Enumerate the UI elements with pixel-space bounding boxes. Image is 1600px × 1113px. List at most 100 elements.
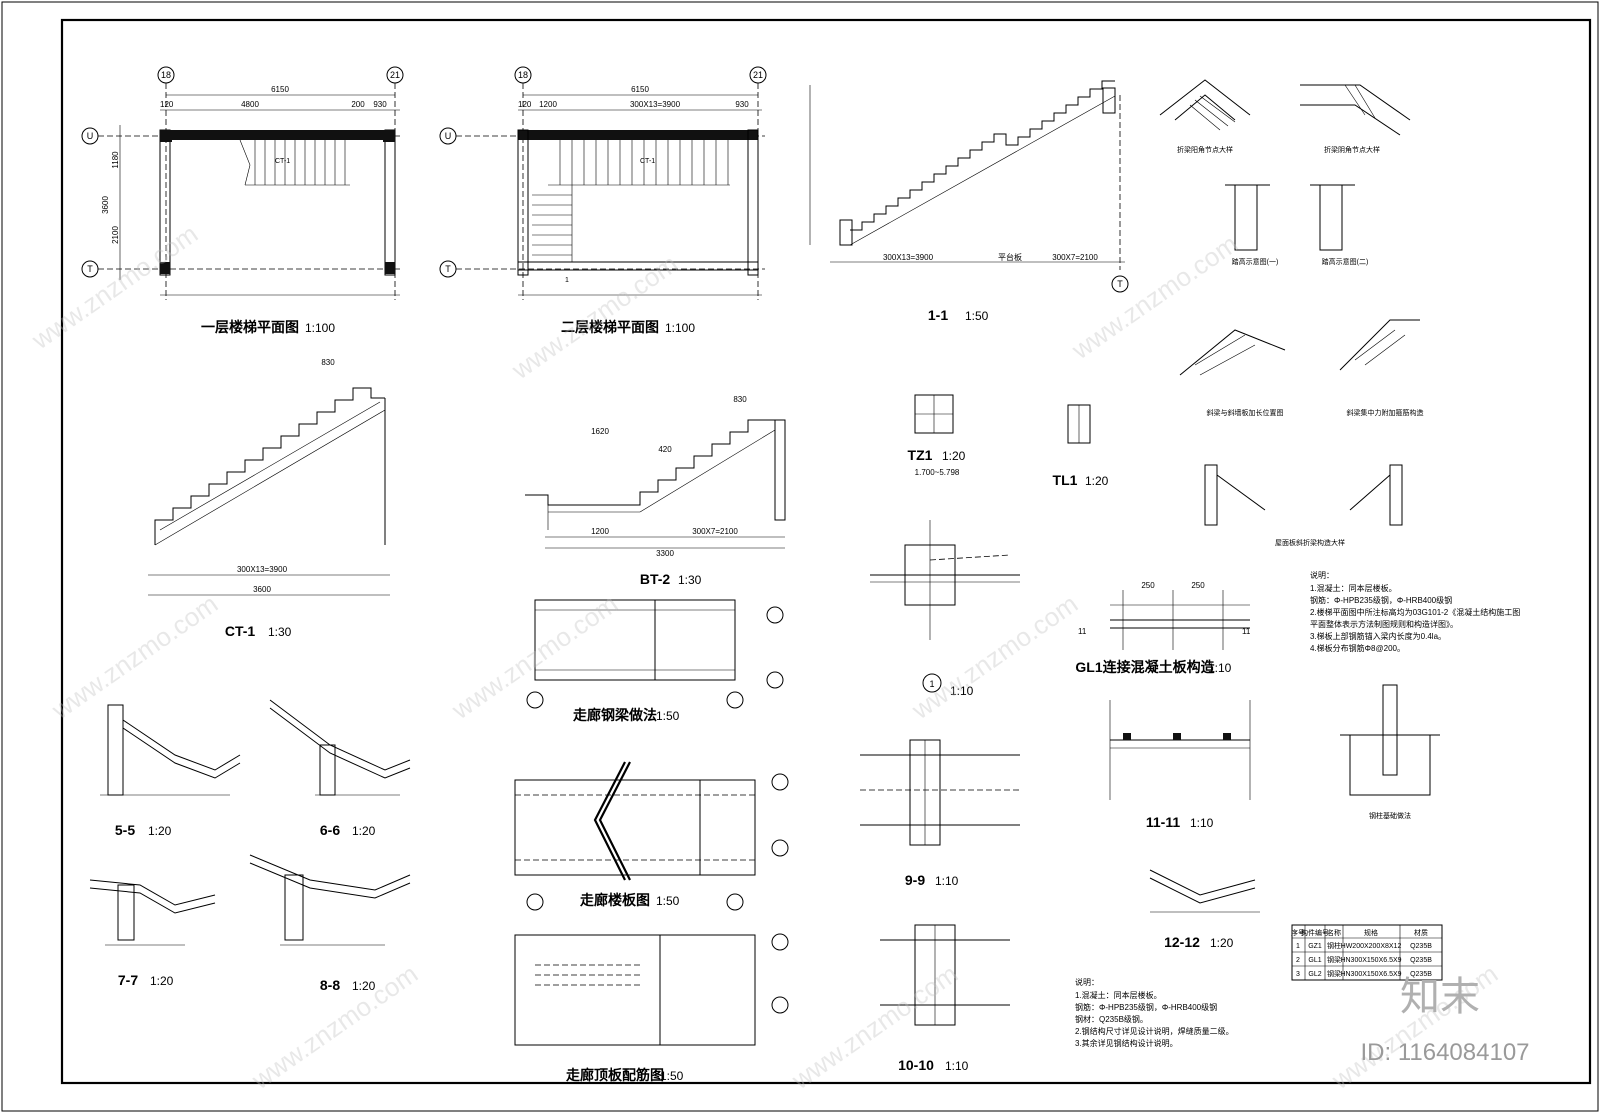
table-header-3: 规格 [1364,928,1378,937]
ct1-dim-top: 830 [321,358,335,367]
s1111-title: 11-11 [1146,814,1180,830]
table-header-1: 构件编号 [1301,928,1329,937]
detail1-scale: 1:10 [950,684,974,698]
plan1-dim-b: 4800 [241,100,259,109]
ct-1: 300X13=3900 3600 830 CT-1 1:30 [148,358,390,639]
tz1-scale: 1:20 [942,449,966,463]
gl1-dim-b: 250 [1191,581,1205,590]
steel-table: 序号 构件编号 名称 规格 材质 1 GZ1 钢柱 HW200X200X8X12… [1291,924,1443,981]
corridor-beam-title: 走廊钢梁做法 [573,707,657,723]
s66-title: 6-6 [320,822,340,838]
notes-1: 说明： 1.混凝土：同本层楼板。 钢筋：Φ-HPB235级钢，Φ-HRB400级… [1310,570,1520,653]
section11-title: 1-1 [928,307,948,323]
watermark-id: ID: 1164084107 [1360,1039,1529,1066]
gl1-marker-right: 11 [1242,627,1251,636]
detail-d8: 钢柱基础做法 [1369,811,1411,820]
corridor-beam-scale: 1:50 [656,709,680,723]
plan1-axis-bottom: T [87,264,93,274]
plan2-axis-right: 21 [753,70,763,80]
s55-title: 5-5 [115,822,135,838]
watermark-text: www.znzmo.com [905,588,1083,725]
table-cell: 钢柱 [1327,941,1341,950]
notes1-heading: 说明： [1310,570,1334,580]
table-cell: GL2 [1308,971,1321,978]
s1212-scale: 1:20 [1210,936,1234,950]
table-cell: HW200X200X8X12 [1341,943,1402,950]
s88-scale: 1:20 [352,979,376,993]
plan2-cut: 1 [565,277,569,284]
table-cell: 钢梁 [1327,969,1341,978]
table-cell: Q235B [1410,971,1432,978]
gl1: 250 250 11 11 GL1连接混凝土板构造 1:10 [1075,581,1250,675]
bt-2: 1620 420 830 1200 300X7=2100 3300 BT-2 1… [525,395,786,587]
plan1-dim-a: 120 [160,100,174,109]
s66-scale: 1:20 [352,824,376,838]
gl1-marker-left: 11 [1078,627,1087,636]
plan1-title: 一层楼梯平面图 [201,319,299,335]
s99-scale: 1:10 [935,874,959,888]
s1010-scale: 1:10 [945,1059,969,1073]
section11-scale: 1:50 [965,309,989,323]
ct1-dim-total: 3600 [253,585,271,594]
table-header-2: 名称 [1327,928,1341,937]
plan1-dim-c: 200 [351,100,365,109]
plan2-dim-a: 120 [518,100,532,109]
bt2-dim-e: 300X7=2100 [692,527,738,536]
watermark-layer: www.znzmo.com www.znzmo.com www.znzmo.co… [25,218,1529,1095]
tz1-title: TZ1 [908,447,933,463]
section-12-12: 12-12 1:20 [1149,869,1260,950]
plan2-dim-d: 930 [735,100,749,109]
section-10-10: 10-10 1:10 [880,924,1010,1073]
plan2-axis-left: 18 [518,70,528,80]
notes2-line-1: 钢筋：Φ-HPB235级钢，Φ-HRB400级钢 [1075,1002,1217,1012]
watermark-text: www.znzmo.com [445,588,623,725]
plan2-dim-total: 6150 [631,85,649,94]
bt2-title: BT-2 [640,571,671,587]
section11-dim-c: 300X7=2100 [1052,253,1098,262]
section11-axis: T [1117,279,1123,289]
gl1-scale: 1:10 [1208,661,1232,675]
notes2-line-0: 1.混凝土：同本层楼板。 [1075,990,1162,1000]
plan1-dim-d: 930 [373,100,387,109]
table-cell: 钢梁 [1327,955,1341,964]
detail-d2: 折梁阴角节点大样 [1324,145,1380,154]
notes1-line-4: 3.梯板上部钢筋锚入梁内长度为0.4la。 [1310,631,1446,641]
table-cell: HN300X150X6.5X9 [1340,957,1401,964]
bt2-dim-c: 830 [733,395,747,404]
watermark-text: www.znzmo.com [45,588,223,725]
plan2-dim-c: 300X13=3900 [630,100,681,109]
bt2-dim-b: 420 [658,445,672,454]
plan2-axis-top: U [445,131,452,141]
top-right-details: 折梁阳角节点大样 折梁阴角节点大样 踏高示意图(一) 踏高示意图(二) 斜梁与斜… [1159,79,1424,547]
notes2-line-4: 3.其余详见钢结构设计说明。 [1075,1038,1178,1048]
table-cell: 3 [1296,971,1300,978]
plan1-axis-right: 21 [390,70,400,80]
plan1-dim-side-b: 2100 [111,226,120,244]
notes2-line-2: 钢材：Q235B级钢。 [1075,1014,1148,1024]
table-cell: Q235B [1410,957,1432,964]
section-8-8: 8-8 1:20 [249,854,411,993]
plan-2: 18 21 6150 120 1200 300X13=3900 930 U T [439,66,767,335]
detail-d1: 折梁阳角节点大样 [1177,145,1233,154]
s77-scale: 1:20 [150,974,174,988]
corridor-roof-scale: 1:50 [660,1069,684,1083]
plan1-axis-left: 18 [161,70,171,80]
watermark-text: www.znzmo.com [785,958,963,1095]
bt2-scale: 1:30 [678,573,702,587]
detail-d5: 斜梁与斜墙板加长位置图 [1207,408,1284,417]
s1212-title: 12-12 [1164,934,1200,950]
detail1-title: 1 [929,679,934,689]
detail-1: 1 1:10 [870,520,1020,698]
notes1-line-5: 4.梯板分布钢筋Φ8@200。 [1310,643,1405,653]
plan1-scale: 1:100 [305,321,335,335]
plan2-scale: 1:100 [665,321,695,335]
table-header-0: 序号 [1291,928,1305,937]
detail-d7: 屋面板斜折梁构造大样 [1275,538,1345,547]
corridor-slab: 走廊楼板图 1:50 [514,761,789,911]
notes2-heading: 说明： [1075,977,1099,987]
corridor-beam: 走廊钢梁做法 1:50 [526,599,784,723]
plan2-label: CT-1 [640,158,655,165]
detail-d4: 踏高示意图(二) [1322,257,1369,266]
